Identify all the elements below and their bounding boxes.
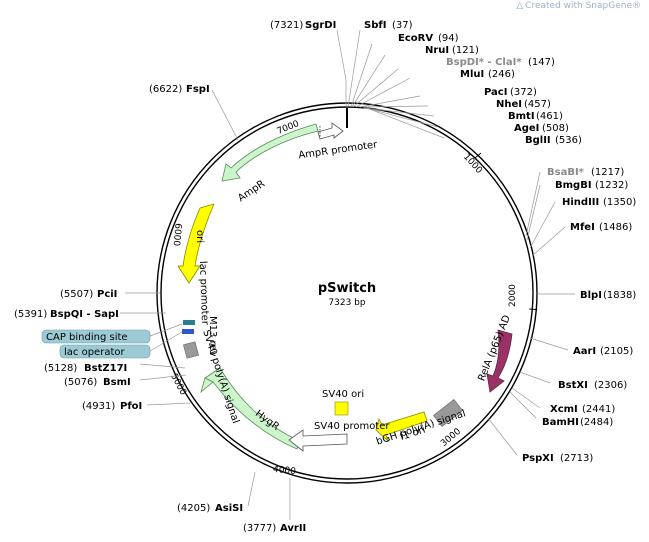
label-sv40-ori: SV40 ori: [322, 389, 364, 400]
lac-operator-marker: [182, 329, 194, 334]
sv40-polya-head: [200, 377, 214, 394]
site-bamhi-pos: (2484): [580, 417, 613, 428]
f1-ori-arrow[interactable]: [375, 411, 428, 443]
cap-binding-site-box[interactable]: [41, 329, 151, 344]
ori-arrow[interactable]: [177, 203, 215, 284]
label-ampr-promoter: AmpR promoter: [298, 139, 379, 161]
site-fspi-name[interactable]: FspI: [186, 84, 210, 95]
cap-site-marker: [183, 320, 195, 325]
site-paci-name[interactable]: PacI: [484, 87, 507, 98]
site-blpi-name[interactable]: BlpI: [580, 290, 602, 301]
tick-2000: 2000: [508, 284, 518, 307]
gray-feature-right[interactable]: [433, 399, 463, 427]
site-fspi-pos: (6622): [149, 84, 182, 95]
lac-operator-box[interactable]: [59, 344, 151, 359]
site-agei-name[interactable]: AgeI: [514, 123, 539, 134]
site-bsmi-pos: (5076): [64, 377, 97, 388]
site-agei-pos: (508): [542, 123, 569, 134]
site-bstxi-pos: (2306): [594, 380, 627, 391]
site-pfoi-pos: (4931): [82, 401, 115, 412]
site-bglii-name[interactable]: BglII: [525, 135, 551, 146]
site-bmgbi-name[interactable]: BmgBI: [555, 180, 592, 191]
site-bspdi-clai-pos: (147): [528, 57, 555, 68]
cap-binding-site-text: CAP binding site: [46, 332, 128, 343]
watermark-text: Created with SnapGene®: [525, 1, 641, 11]
snapgene-logo-icon: △: [516, 1, 524, 11]
site-pcii-name[interactable]: PciI: [97, 289, 117, 300]
tick-6000: 6000: [171, 223, 183, 247]
site-bstz17i-name[interactable]: BstZ17I: [84, 363, 127, 374]
label-m13-rev: M13 rev: [207, 316, 218, 357]
label-sv40-promoter: SV40 promoter: [314, 421, 390, 432]
site-nhei-name[interactable]: NheI: [496, 99, 522, 110]
site-hindiii-pos: (1350): [603, 197, 636, 208]
site-sgrdi-pos: (7321): [270, 20, 303, 31]
site-mlui-pos: (246): [488, 69, 515, 80]
sv40-promoter-arrow[interactable]: [288, 429, 348, 452]
plasmid-size: 7323 bp: [328, 298, 365, 308]
label-lac-promoter: lac promoter: [197, 261, 210, 326]
site-pfoi-name[interactable]: PfoI: [120, 401, 142, 412]
site-nrui-pos: (121): [452, 45, 479, 56]
site-bglii-pos: (536): [555, 135, 582, 146]
site-mfei-pos: (1486): [599, 222, 632, 233]
site-paci-pos: (372): [510, 87, 537, 98]
site-aari-name[interactable]: AarI: [573, 346, 596, 357]
site-pspxi-pos: (2713): [560, 453, 593, 464]
gray-feature-left[interactable]: [183, 341, 199, 359]
ampr-arrow[interactable]: [221, 123, 319, 182]
site-ecorv-pos: (94): [438, 33, 459, 44]
site-ecorv-name[interactable]: EcoRV: [398, 33, 433, 44]
site-aari-pos: (2105): [600, 346, 633, 357]
site-bsmi-name[interactable]: BsmI: [103, 377, 131, 388]
site-asisi-name[interactable]: AsiSI: [215, 503, 243, 514]
ampr-promoter-arrow[interactable]: [317, 122, 344, 140]
site-bsabi-name[interactable]: BsaBI*: [547, 167, 585, 178]
tick-marks: [474, 152, 538, 311]
site-bmti-name[interactable]: BmtI: [508, 111, 535, 122]
restriction-sites: (7321) SgrDI SbfI (37) EcoRV (94) NruI (…: [14, 20, 636, 534]
tick-1000: 1000: [461, 152, 484, 176]
sv40-ori-box[interactable]: [334, 401, 349, 416]
site-bamhi-name[interactable]: BamHI: [542, 417, 579, 428]
snapgene-watermark: △Created with SnapGene®: [516, 1, 641, 11]
site-bspdi-clai-name[interactable]: BspDI* - ClaI*: [446, 57, 522, 68]
lac-operator-leader: [149, 331, 183, 352]
site-avrii-pos: (3777): [243, 523, 276, 534]
site-mfei-name[interactable]: MfeI: [570, 222, 595, 233]
site-xcmi-name[interactable]: XcmI: [550, 404, 578, 415]
site-sbfi-pos: (37): [392, 20, 413, 31]
site-asisi-pos: (4205): [177, 503, 210, 514]
label-ori: ori: [194, 230, 205, 243]
site-sgrdi-name[interactable]: SgrDI: [305, 20, 336, 31]
site-mlui-name[interactable]: MluI: [460, 69, 484, 80]
plasmid-name: pSwitch: [318, 281, 376, 296]
backbone-inner: [160, 106, 534, 480]
tick-4000: 4000: [272, 465, 296, 477]
site-leaders: [120, 29, 575, 520]
rela-ad-arrow[interactable]: [486, 329, 513, 393]
label-ampr: AmpR: [236, 178, 267, 204]
site-bstxi-name[interactable]: BstXI: [558, 380, 588, 391]
site-pspxi-name[interactable]: PspXI: [522, 453, 554, 464]
cap-leader: [149, 323, 183, 337]
site-bmti-pos: (461): [536, 111, 563, 122]
site-hindiii-name[interactable]: HindIII: [562, 197, 599, 208]
site-nhei-pos: (457): [524, 99, 551, 110]
site-avrii-name[interactable]: AvrII: [280, 523, 306, 534]
site-blpi-pos: (1838): [603, 290, 636, 301]
site-xcmi-pos: (2441): [582, 404, 615, 415]
site-bmgbi-pos: (1232): [595, 180, 628, 191]
site-bspqi-sapi-pos: (5391): [14, 309, 47, 320]
site-bstz17i-pos: (5128): [44, 363, 77, 374]
site-bspqi-sapi-name[interactable]: BspQI - SapI: [50, 309, 119, 320]
site-nrui-name[interactable]: NruI: [425, 45, 449, 56]
site-sbfi-name[interactable]: SbfI: [364, 20, 386, 31]
site-bsabi-pos: (1217): [591, 167, 624, 178]
site-pcii-pos: (5507): [60, 289, 93, 300]
lac-operator-text: lac operator: [64, 347, 125, 358]
